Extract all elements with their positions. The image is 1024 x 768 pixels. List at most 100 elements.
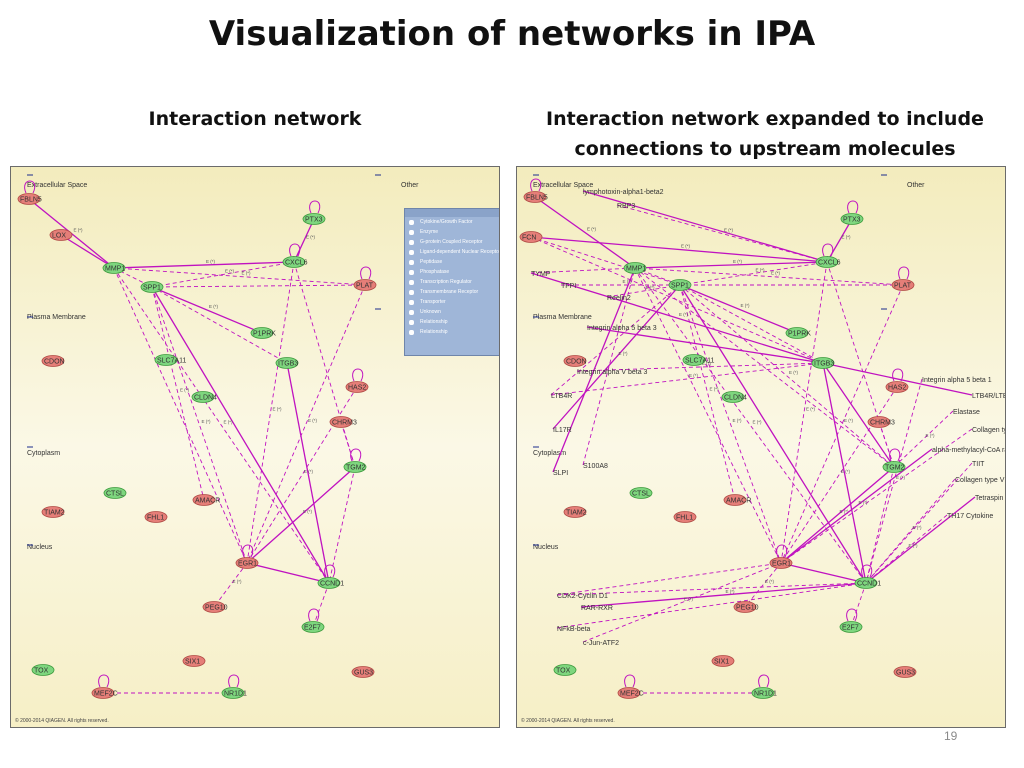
relationship-edge[interactable] — [679, 260, 828, 286]
relationship-edge[interactable] — [634, 267, 895, 468]
relationship-edge[interactable] — [151, 286, 263, 334]
relationship-edge[interactable] — [530, 265, 636, 274]
relationship-edge[interactable] — [634, 258, 829, 269]
node-amacr[interactable]: AMACR — [723, 494, 751, 506]
relationship-edge[interactable] — [246, 562, 331, 585]
self-loop-edge[interactable] — [24, 180, 36, 194]
node-tetrasp[interactable]: Tetraspin — [975, 495, 1004, 502]
node-e2f7[interactable]: E2F7 — [301, 621, 325, 633]
relationship-edge[interactable] — [865, 496, 976, 584]
relationship-edge[interactable] — [893, 410, 954, 468]
node-fbln5[interactable]: FBLN5 — [523, 191, 548, 203]
node-mmp1[interactable]: MMP1 — [623, 262, 647, 274]
relationship-edge[interactable] — [865, 478, 956, 584]
relationship-edge[interactable] — [556, 580, 867, 596]
relationship-edge[interactable] — [246, 466, 356, 564]
self-loop-edge[interactable] — [898, 266, 910, 280]
relationship-edge[interactable] — [151, 286, 288, 364]
node-mef2c[interactable]: MEF2C — [91, 687, 118, 699]
node-atf2[interactable]: c-Jun-ATF2 — [583, 640, 619, 647]
relationship-edge[interactable] — [679, 284, 824, 364]
node-s100a[interactable]: S100A8 — [583, 463, 608, 470]
self-loop-edge[interactable] — [822, 243, 834, 257]
node-has2[interactable]: HAS2 — [885, 381, 909, 393]
relationship-edge[interactable] — [780, 428, 973, 564]
relationship-edge[interactable] — [530, 272, 825, 365]
node-nfkb[interactable]: NFkB-beta — [557, 626, 591, 633]
relationship-edge[interactable] — [582, 190, 829, 264]
node-fcn[interactable]: FCN — [519, 231, 543, 243]
self-loop-edge[interactable] — [324, 564, 336, 578]
relationship-edge[interactable] — [246, 284, 366, 564]
relationship-edge[interactable] — [530, 236, 681, 286]
self-loop-edge[interactable] — [352, 368, 364, 382]
relationship-edge[interactable] — [744, 562, 782, 608]
self-loop-edge[interactable] — [289, 243, 301, 257]
node-fbln5[interactable]: FBLN5 — [17, 193, 42, 205]
node-cxcl6[interactable]: CXCL6 — [282, 256, 308, 268]
relationship-edge[interactable] — [550, 361, 824, 396]
self-loop-edge[interactable] — [892, 368, 904, 382]
relationship-edge[interactable] — [327, 466, 356, 584]
node-chrm3[interactable]: CHRM3 — [867, 416, 895, 428]
relationship-edge[interactable] — [586, 326, 825, 366]
node-plat[interactable]: PLAT — [353, 279, 377, 291]
node-col2[interactable]: Collagen type II — [972, 427, 1005, 434]
node-e2f7[interactable]: E2F7 — [839, 621, 863, 633]
relationship-edge[interactable] — [245, 261, 295, 564]
relationship-edge[interactable] — [606, 283, 681, 298]
relationship-edge[interactable] — [113, 258, 296, 269]
relationship-edge[interactable] — [780, 466, 895, 564]
self-loop-edge[interactable] — [98, 674, 110, 688]
node-il1b[interactable]: lymphotoxin-alpha1-beta2 — [583, 189, 664, 196]
node-tox[interactable]: TOX — [553, 664, 577, 676]
node-cldn4[interactable]: CLDN4 — [191, 391, 217, 403]
relationship-edge[interactable] — [113, 267, 330, 584]
relationship-edge[interactable] — [556, 561, 782, 596]
relationship-edge[interactable] — [60, 234, 115, 269]
self-loop-edge[interactable] — [309, 200, 321, 214]
relationship-edge[interactable] — [826, 261, 895, 468]
node-cdon[interactable]: CDON — [563, 355, 587, 367]
node-mef2c[interactable]: MEF2C — [617, 687, 644, 699]
node-gus3[interactable]: GUS3 — [893, 666, 917, 678]
node-tiam2[interactable]: TIAM2 — [563, 506, 587, 518]
node-ltb4r2[interactable]: LTB4R/LTB4R2 — [972, 393, 1005, 400]
node-ccnd1[interactable]: CCND1 — [317, 577, 344, 589]
relationship-edge[interactable] — [780, 284, 904, 564]
relationship-edge[interactable] — [552, 266, 636, 473]
relationship-edge[interactable] — [293, 218, 315, 263]
relationship-edge[interactable] — [582, 267, 637, 466]
relationship-edge[interactable] — [779, 261, 828, 564]
node-ptx3[interactable]: PTX3 — [302, 213, 326, 225]
relationship-edge[interactable] — [213, 562, 248, 608]
node-peg10[interactable]: PEG10 — [733, 601, 759, 613]
relationship-edge[interactable] — [580, 580, 868, 608]
relationship-edge[interactable] — [616, 204, 828, 264]
relationship-edge[interactable] — [556, 581, 867, 629]
relationship-edge[interactable] — [340, 421, 357, 468]
node-cdon[interactable]: CDON — [41, 355, 65, 367]
node-amcr[interactable]: alpha-methylacyl-CoA racemase — [932, 447, 1005, 454]
node-slpi[interactable]: SLPI — [553, 470, 568, 477]
node-slc7a11[interactable]: SLC7A11 — [154, 354, 187, 366]
node-egr1[interactable]: EGR1 — [769, 557, 793, 569]
self-loop-edge[interactable] — [242, 544, 254, 558]
self-loop-edge[interactable] — [776, 544, 788, 558]
node-has2[interactable]: HAS2 — [345, 381, 369, 393]
self-loop-edge[interactable] — [758, 674, 770, 688]
node-tox[interactable]: TOX — [31, 664, 55, 676]
node-six1[interactable]: SIX1 — [182, 655, 206, 667]
relationship-edge[interactable] — [850, 582, 867, 628]
self-loop-edge[interactable] — [308, 608, 320, 622]
node-tgm2[interactable]: TGM2 — [882, 461, 906, 473]
node-chrm3[interactable]: CHRM3 — [329, 416, 357, 428]
self-loop-edge[interactable] — [530, 178, 542, 192]
relationship-edge[interactable] — [864, 378, 923, 584]
node-ctsl[interactable]: CTSL — [103, 487, 127, 499]
node-plat[interactable]: PLAT — [891, 279, 915, 291]
relationship-edge[interactable] — [582, 562, 782, 643]
node-amacr[interactable]: AMACR — [192, 494, 220, 506]
